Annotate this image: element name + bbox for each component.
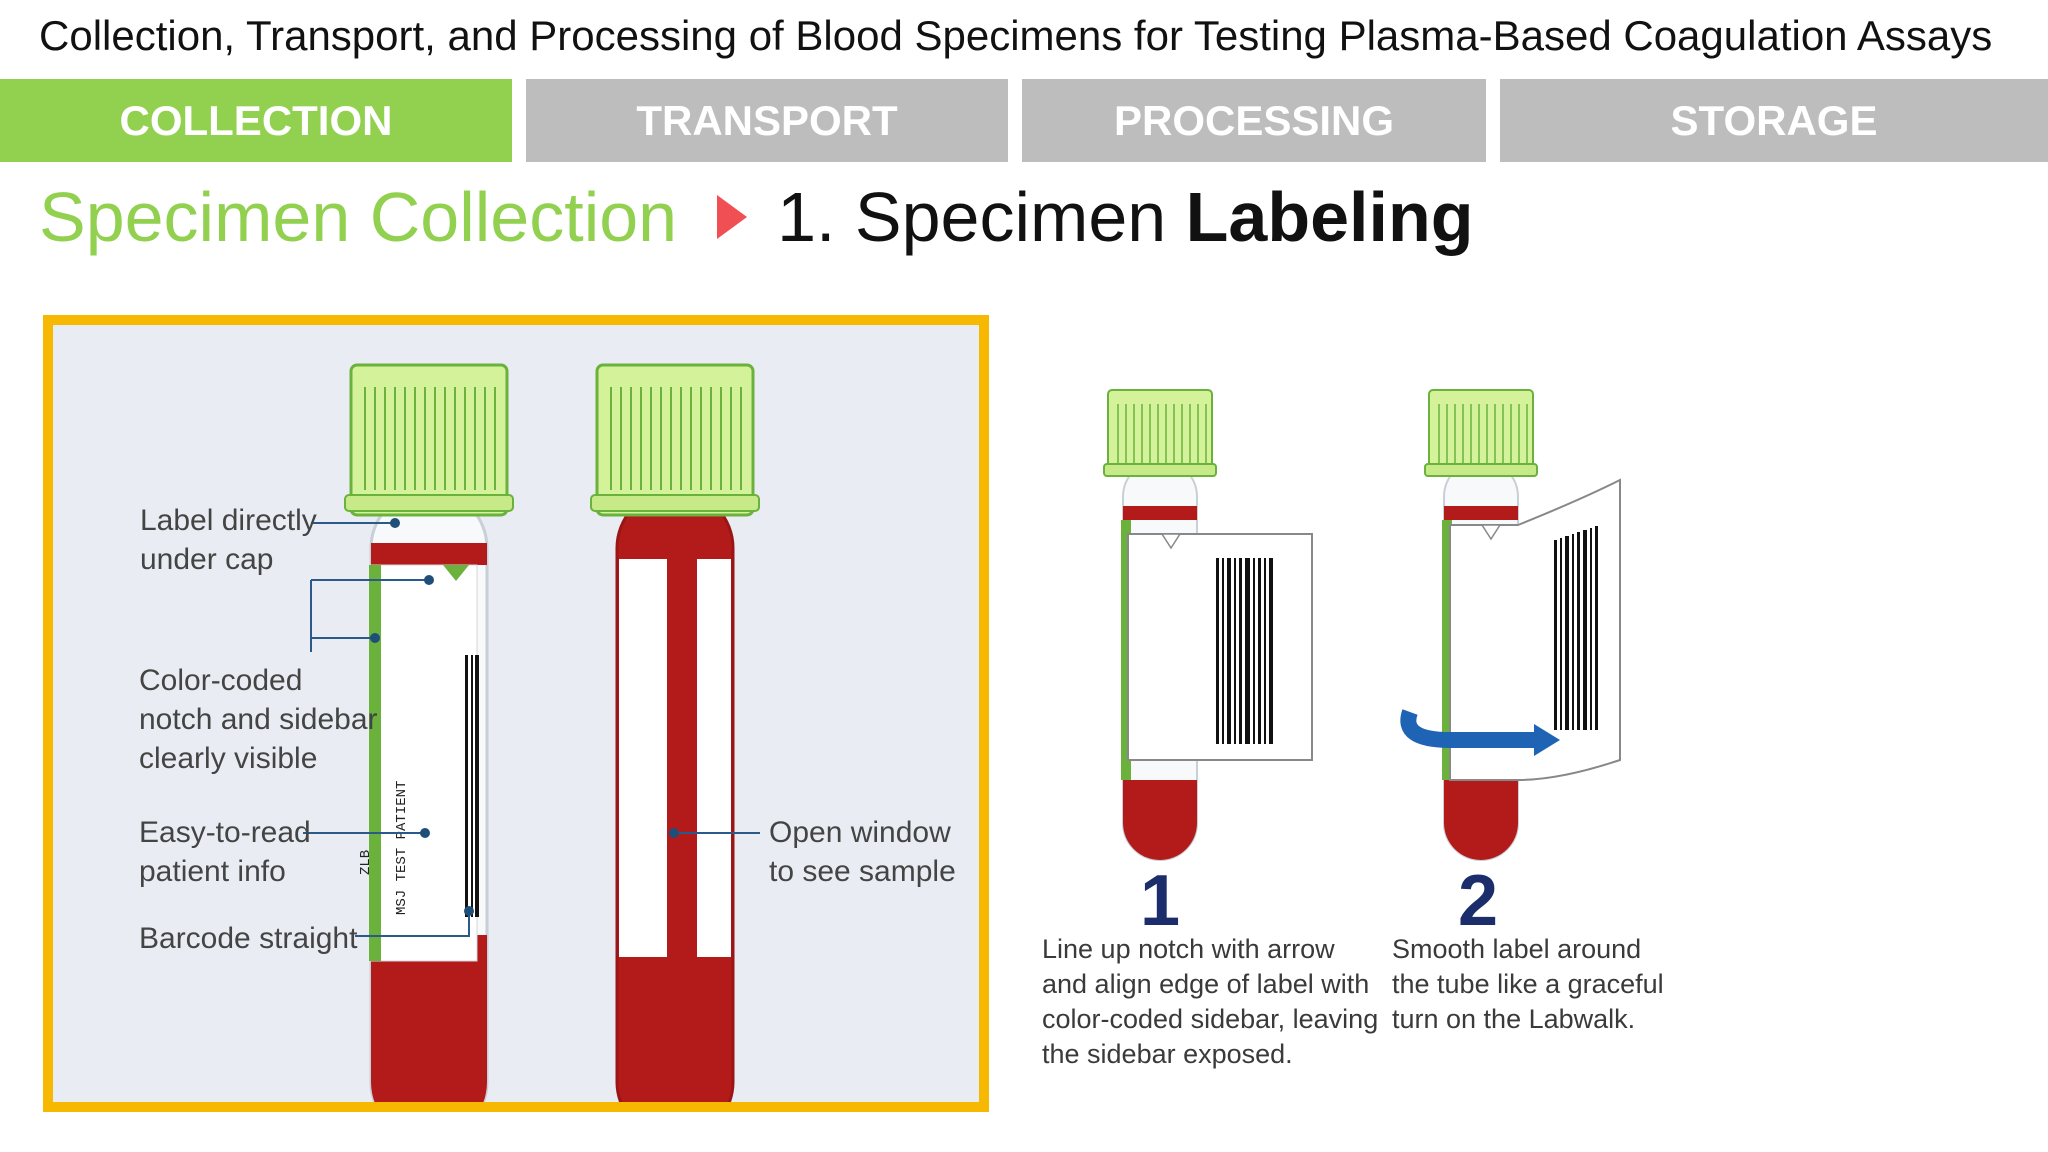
callout-line: Barcode straight <box>139 922 358 955</box>
step-2-number: 2 <box>1458 861 1499 941</box>
labeled-tube: MSJ TEST PATIENT ZLB <box>344 363 514 1102</box>
callout-line: patient info <box>139 855 286 888</box>
step-2-caption: Smooth label around the tube like a grac… <box>1392 932 1664 1037</box>
document-title: Collection, Transport, and Processing of… <box>39 12 1993 59</box>
callout-line: notch and sidebar <box>139 703 378 736</box>
label-patient-name: MSJ TEST PATIENT <box>394 781 410 915</box>
callout-open-window: Open window to see sample <box>769 813 956 891</box>
barcode <box>1554 526 1598 730</box>
callout-leaders <box>303 522 760 937</box>
callout-line: Easy-to-read <box>139 816 311 849</box>
section-tabs: COLLECTION TRANSPORT PROCESSING STORAGE <box>0 79 2048 162</box>
callout-line: to see sample <box>769 855 956 888</box>
section-name: Specimen Collection <box>39 178 678 256</box>
tab-storage[interactable]: STORAGE <box>1500 79 2048 162</box>
callout-line: clearly visible <box>139 742 318 775</box>
labeled-tube-figure: MSJ TEST PATIENT ZLB <box>43 315 989 1112</box>
curved-arrow-icon <box>1400 709 1540 748</box>
step-prefix: 1. Specimen <box>777 178 1186 256</box>
callout-line: Color-coded <box>139 664 303 697</box>
step-1-caption: Line up notch with arrow and align edge … <box>1042 932 1378 1072</box>
step-title: Labeling <box>1185 178 1474 256</box>
barcode <box>1216 558 1273 744</box>
step-1-number: 1 <box>1140 861 1181 941</box>
tab-transport[interactable]: TRANSPORT <box>526 79 1008 162</box>
caption-line: the sidebar exposed. <box>1042 1039 1293 1069</box>
callout-color-coded: Color-coded notch and sidebar clearly vi… <box>139 661 378 778</box>
caption-line: color-coded sidebar, leaving <box>1042 1004 1379 1034</box>
callout-line: under cap <box>140 543 274 576</box>
steps-illustration <box>1103 389 1621 861</box>
callout-label-under-cap: Label directly under cap <box>140 501 317 579</box>
step1-tube <box>1103 389 1313 861</box>
callout-line: Open window <box>769 816 951 849</box>
barcode <box>465 655 479 917</box>
caption-line: the tube like a graceful <box>1392 969 1664 999</box>
tab-collection[interactable]: COLLECTION <box>0 79 512 162</box>
caption-line: Smooth label around <box>1392 934 1642 964</box>
caption-line: Line up notch with arrow <box>1042 934 1335 964</box>
callout-line: Label directly <box>140 504 317 537</box>
tab-processing[interactable]: PROCESSING <box>1022 79 1486 162</box>
open-window-tube <box>590 363 760 1102</box>
label-code: ZLB <box>358 850 374 875</box>
caption-line: turn on the Labwalk. <box>1392 1004 1636 1034</box>
triangle-right-icon <box>717 195 748 239</box>
labeling-steps-figure: 1 Line up notch with arrow and align edg… <box>1020 360 1700 1120</box>
tube-illustration: MSJ TEST PATIENT ZLB <box>303 363 760 1102</box>
step2-tube <box>1400 389 1621 861</box>
callout-barcode: Barcode straight <box>139 919 357 958</box>
caption-line: and align edge of label with <box>1042 969 1370 999</box>
page-heading: Specimen Collection 1. Specimen Labeling <box>39 172 1473 262</box>
callout-easy-read: Easy-to-read patient info <box>139 813 311 891</box>
